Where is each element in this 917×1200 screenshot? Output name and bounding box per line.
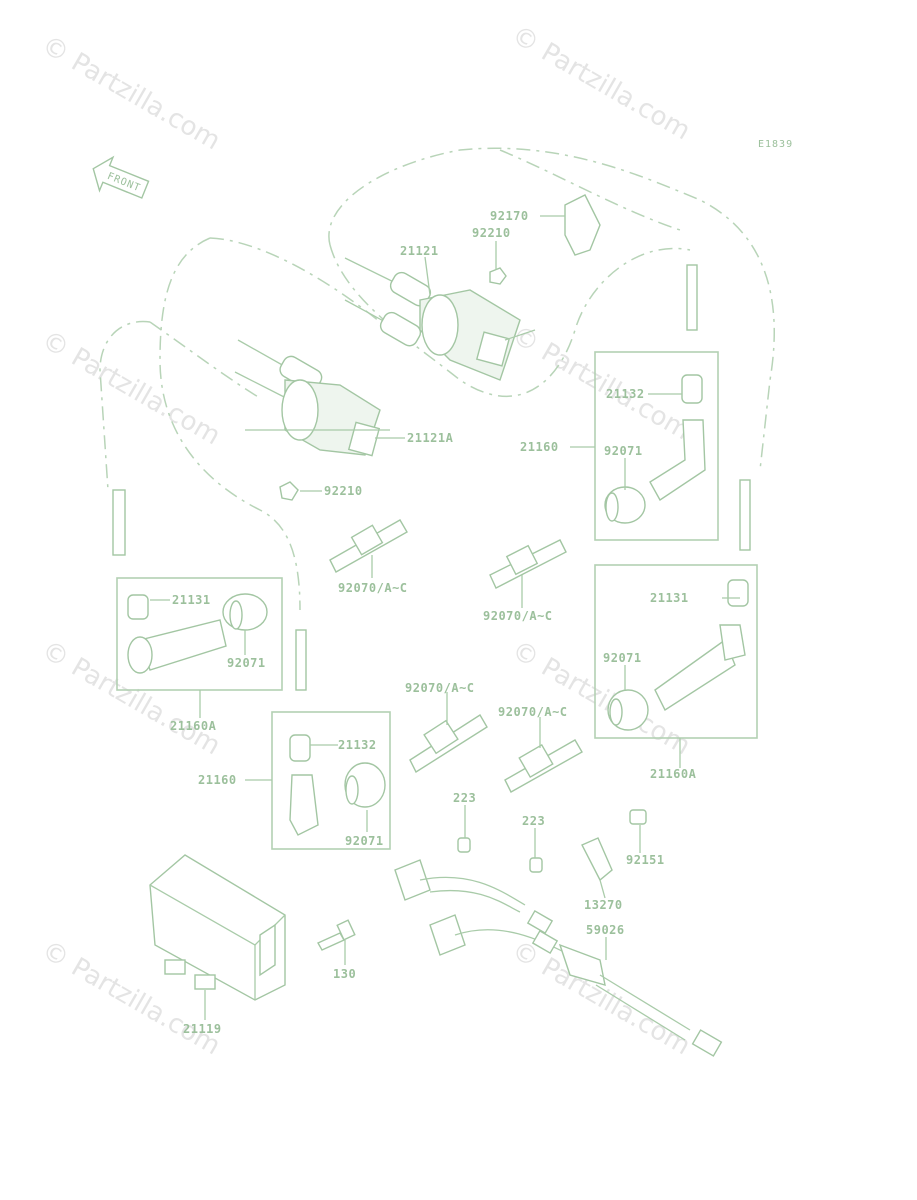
wire-harness bbox=[394, 859, 723, 1057]
assembly-box-21160A-right bbox=[594, 564, 758, 739]
label-92071-right-bottom: 92071 bbox=[603, 651, 642, 665]
ignition-coil-top bbox=[344, 257, 536, 381]
label-223-b: 223 bbox=[522, 814, 545, 828]
lead-wires bbox=[112, 264, 751, 691]
bolt-92151 bbox=[629, 809, 647, 825]
label-92070-right-top: 92070/A~C bbox=[483, 609, 553, 623]
bolt-130 bbox=[317, 919, 356, 951]
label-92170: 92170 bbox=[490, 209, 529, 223]
label-21160-right: 21160 bbox=[520, 440, 559, 454]
nut-92210-top bbox=[489, 267, 507, 285]
label-223-a: 223 bbox=[453, 791, 476, 805]
spark-plug-right-top bbox=[489, 539, 567, 589]
nut-92210-left bbox=[279, 481, 299, 501]
label-92070-left: 92070/A~C bbox=[338, 581, 408, 595]
watermark-4: © Partzilla.com bbox=[507, 320, 696, 446]
watermark-1: © Partzilla.com bbox=[37, 30, 226, 156]
label-92071-mid: 92071 bbox=[345, 834, 384, 848]
plug-cap-mid bbox=[289, 734, 386, 836]
label-21121A: 21121A bbox=[407, 431, 454, 445]
part-labels: 92170 92210 21121 21121A 92210 21132 211… bbox=[170, 209, 697, 1036]
ignition-coil-left bbox=[234, 339, 390, 457]
label-21160-mid: 21160 bbox=[198, 773, 237, 787]
label-21132-mid: 21132 bbox=[338, 738, 377, 752]
spark-plug-mid-2 bbox=[504, 739, 583, 793]
label-92151: 92151 bbox=[626, 853, 665, 867]
label-92210-top: 92210 bbox=[472, 226, 511, 240]
label-21131-left: 21131 bbox=[172, 593, 211, 607]
label-21121: 21121 bbox=[400, 244, 439, 258]
assembly-box-21160-right bbox=[594, 351, 719, 541]
plug-cap-left bbox=[127, 593, 268, 674]
bolt-223-a bbox=[457, 837, 471, 853]
label-21119: 21119 bbox=[183, 1022, 222, 1036]
plug-cap-right-bottom bbox=[607, 579, 749, 731]
igniter-unit bbox=[149, 854, 286, 1001]
label-21131-right: 21131 bbox=[650, 591, 689, 605]
clamp-92170 bbox=[564, 194, 601, 256]
label-13270: 13270 bbox=[584, 898, 623, 912]
label-92071-left: 92071 bbox=[227, 656, 266, 670]
spark-plug-mid bbox=[409, 714, 488, 774]
label-21160A-right: 21160A bbox=[650, 767, 697, 781]
plug-cap-right-top bbox=[604, 374, 706, 524]
spark-plug-left bbox=[329, 519, 408, 573]
watermark-8: © Partzilla.com bbox=[507, 935, 696, 1061]
front-arrow-icon: FRONT bbox=[92, 155, 150, 199]
label-92070-mid: 92070/A~C bbox=[405, 681, 475, 695]
label-92070-mid-2: 92070/A~C bbox=[498, 705, 568, 719]
label-21132-right: 21132 bbox=[606, 387, 645, 401]
bolt-223-b bbox=[529, 857, 543, 873]
watermark-3: © Partzilla.com bbox=[37, 325, 226, 451]
leader-lines bbox=[150, 215, 740, 1020]
label-92210-left: 92210 bbox=[324, 484, 363, 498]
label-21160A-left: 21160A bbox=[170, 719, 217, 733]
clamp-13270 bbox=[581, 837, 613, 882]
label-130: 130 bbox=[333, 967, 356, 981]
label-92071-right-top: 92071 bbox=[604, 444, 643, 458]
watermark-2: © Partzilla.com bbox=[507, 20, 696, 146]
diagram-code: E1839 bbox=[758, 139, 793, 150]
label-59026: 59026 bbox=[586, 923, 625, 937]
